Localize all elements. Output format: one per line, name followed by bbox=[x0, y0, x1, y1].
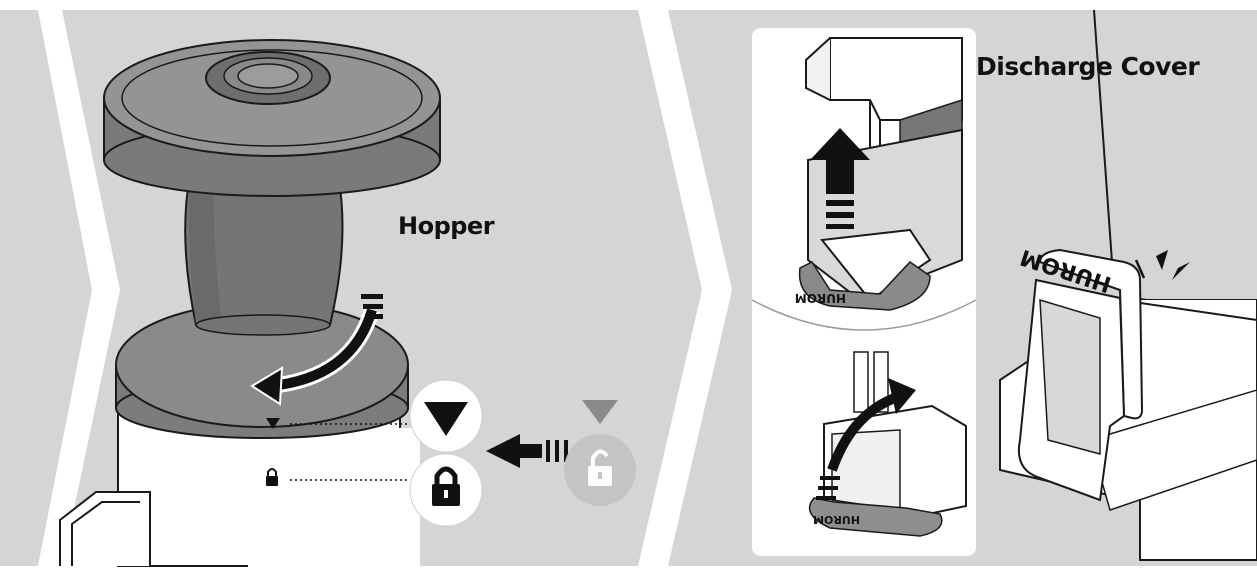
lock-marker-faded bbox=[564, 434, 636, 506]
hopper-label: Hopper bbox=[398, 212, 495, 240]
triangle-down-icon bbox=[266, 418, 280, 429]
swing-arrow bbox=[816, 378, 916, 500]
lock-marker-active bbox=[409, 453, 483, 527]
padlock-open-icon bbox=[588, 449, 612, 486]
hopper-flange bbox=[115, 302, 409, 439]
align-marker-active bbox=[409, 379, 483, 453]
step-panel-left bbox=[0, 10, 92, 566]
triangle-down-icon bbox=[424, 402, 468, 436]
padlock-icon bbox=[266, 468, 278, 486]
brand-mark-bottom: HUROM bbox=[813, 513, 860, 526]
push-arrow bbox=[486, 434, 568, 468]
discharge-cover-label: Discharge Cover bbox=[976, 52, 1200, 81]
rotate-arrow bbox=[250, 294, 383, 406]
padlock-icon bbox=[432, 466, 460, 506]
juicer-base-corner bbox=[59, 491, 151, 566]
brand-mark-top: HUROM bbox=[795, 291, 846, 305]
inset-cover-lift: HUROM bbox=[795, 37, 963, 311]
align-marker-faded bbox=[582, 400, 618, 424]
hopper-lid bbox=[103, 39, 441, 197]
triangle-down-icon bbox=[582, 400, 618, 424]
flange-markers bbox=[266, 418, 410, 486]
discharge-cover-installed: HUROM bbox=[999, 9, 1257, 561]
inset-cover-close: HUROM bbox=[808, 351, 967, 537]
up-arrow bbox=[810, 128, 870, 229]
hopper-neck bbox=[184, 174, 344, 336]
